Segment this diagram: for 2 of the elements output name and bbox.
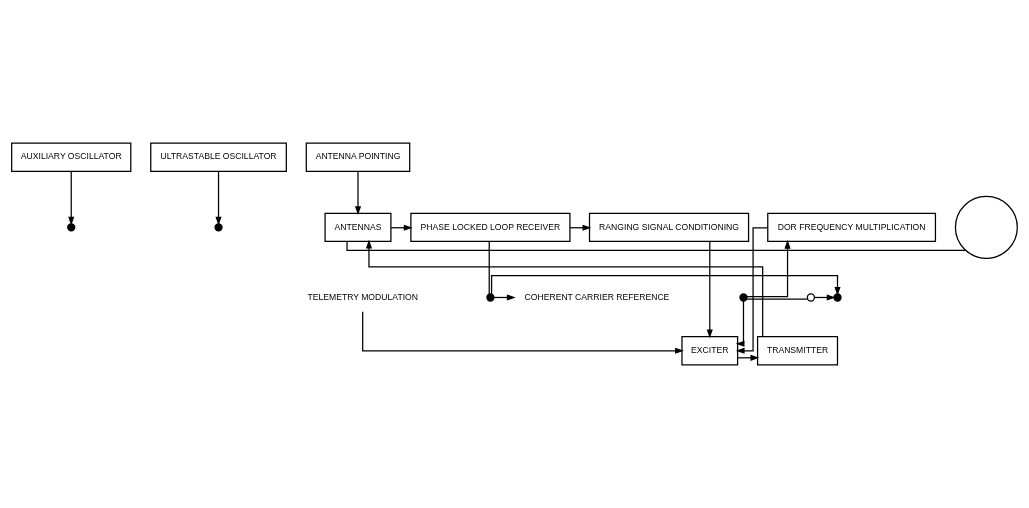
node-text: TELEMETRY MODULATION (307, 291, 418, 302)
node-text: COHERENT CARRIER REFERENCE (524, 291, 670, 302)
